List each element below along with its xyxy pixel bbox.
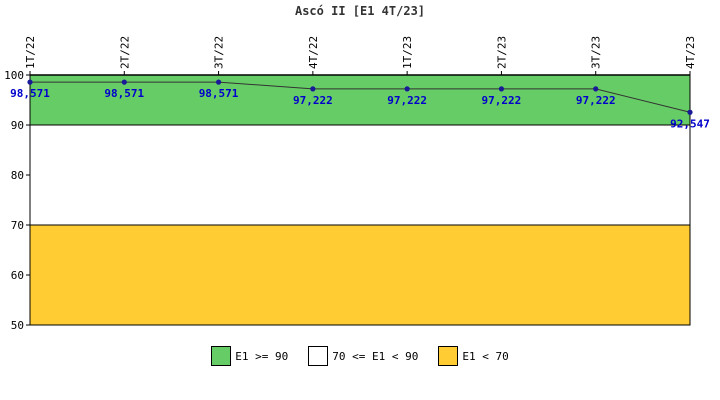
data-point <box>310 86 316 92</box>
data-point <box>121 79 127 85</box>
data-label: 97,222 <box>576 94 616 107</box>
data-label: 98,571 <box>10 87 50 100</box>
data-point <box>593 86 599 92</box>
data-point <box>687 109 693 115</box>
legend-item: E1 >= 90 <box>211 346 288 366</box>
chart: Ascó II [E1 4T/23] 50 60 70 80 90 100 1T/22 2T… <box>4 4 710 332</box>
y-tick-label: 100 <box>4 69 24 82</box>
y-axis: 50 60 70 80 90 100 <box>4 69 31 332</box>
legend-swatch <box>211 346 232 366</box>
series-line <box>30 81 691 113</box>
legend-swatch <box>438 346 459 366</box>
x-tick-label: 2T/23 <box>495 36 508 69</box>
x-tick-label: 3T/22 <box>213 36 226 69</box>
data-point <box>215 79 222 85</box>
legend-label: E1 < 70 <box>462 349 509 363</box>
legend-swatch <box>308 346 329 366</box>
data-labels: 98,571 98,571 98,571 97,222 97,222 97,222 97,2… <box>10 87 710 130</box>
data-label: 92,547 <box>670 117 710 130</box>
legend-label: E1 >= 90 <box>235 349 289 363</box>
x-tick-label: 2T/22 <box>118 36 131 69</box>
legend-label: 70 <= E1 < 90 <box>332 349 419 363</box>
legend-item: 70 <= E1 < 90 <box>308 346 418 366</box>
x-tick-label: 1T/23 <box>401 36 414 69</box>
y-tick-label: 90 <box>11 119 24 132</box>
chart-title: Ascó II [E1 4T/23] <box>295 4 425 18</box>
y-tick-label: 70 <box>11 219 24 232</box>
band-0 <box>29 74 691 126</box>
data-point <box>27 79 33 85</box>
legend: E1 >= 90 70 <= E1 < 90 E1 < 70 <box>0 344 720 368</box>
data-point <box>404 86 410 92</box>
y-tick-label: 60 <box>11 269 24 282</box>
band-1 <box>29 124 691 226</box>
band-2 <box>29 224 691 326</box>
y-tick-label: 80 <box>11 169 24 182</box>
x-tick-label: 1T/22 <box>24 36 37 69</box>
data-label: 98,571 <box>104 87 144 100</box>
y-tick-label: 50 <box>11 319 24 332</box>
x-tick-label: 4T/23 <box>684 36 697 69</box>
x-tick-label: 4T/22 <box>307 36 320 69</box>
data-label: 98,571 <box>199 87 239 100</box>
series <box>27 79 693 115</box>
x-axis: 1T/22 2T/22 3T/22 4T/22 1T/23 2T/23 3T/23 4T/23 <box>24 36 697 76</box>
data-label: 97,222 <box>387 94 427 107</box>
data-label: 97,222 <box>482 94 522 107</box>
legend-item: E1 < 70 <box>438 346 509 366</box>
threshold-bands <box>29 74 691 326</box>
data-point <box>498 86 505 92</box>
data-label: 97,222 <box>293 94 333 107</box>
x-tick-label: 3T/23 <box>590 36 603 69</box>
